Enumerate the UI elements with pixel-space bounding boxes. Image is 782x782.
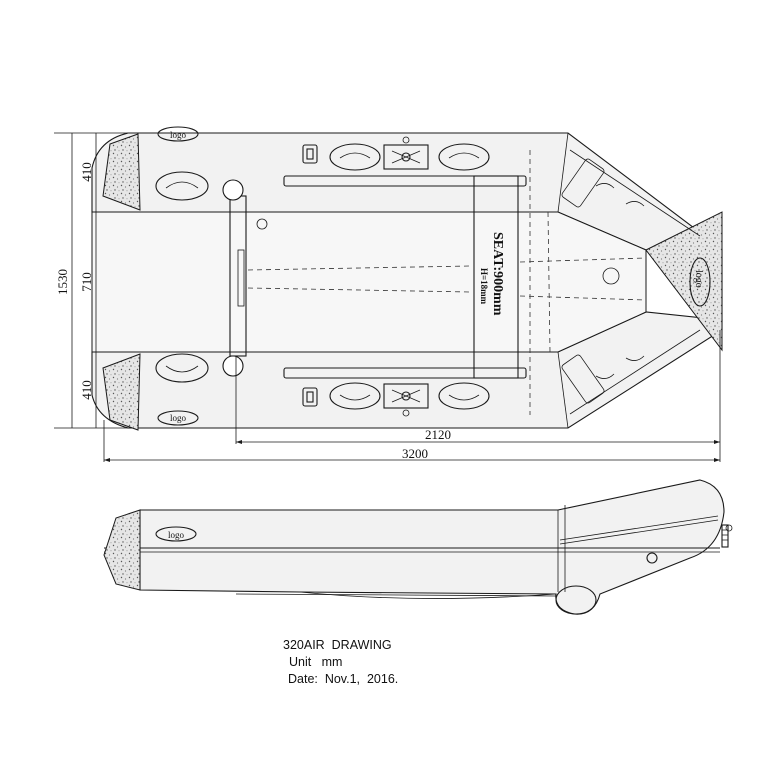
seat	[473, 175, 519, 379]
stern-cone-top	[102, 133, 141, 211]
svg-text:logo: logo	[170, 130, 187, 140]
logo-top-stern: logo	[157, 126, 199, 142]
dim-floor-length: 2120	[425, 427, 451, 442]
logo-bow: logo	[689, 257, 711, 307]
dimension-lines	[54, 132, 721, 462]
side-cone	[103, 509, 141, 591]
info-unit: Unit mm	[289, 655, 343, 669]
svg-text:logo: logo	[693, 270, 704, 288]
top-view: SEAT:900mm H=18mm logo logo logo	[91, 126, 723, 431]
dim-tube-bottom: 410	[79, 380, 94, 400]
info-model: 320AIR DRAWING	[283, 638, 392, 652]
bow-cone	[645, 211, 723, 352]
dim-tube-top: 410	[79, 162, 94, 182]
logo-side: logo	[155, 526, 197, 542]
seat-label: SEAT:900mm	[490, 232, 505, 316]
dim-total-width: 1530	[55, 269, 70, 295]
seat-thickness: H=18mm	[479, 268, 489, 305]
svg-text:logo: logo	[168, 530, 185, 540]
dim-center: 710	[79, 272, 94, 292]
info-date: Date: Nov.1, 2016.	[288, 672, 399, 686]
side-hull	[139, 479, 725, 615]
svg-text:logo: logo	[170, 413, 187, 423]
floor	[91, 211, 647, 353]
dim-total-length: 3200	[402, 446, 428, 461]
side-view: logo	[103, 479, 733, 615]
stern-cone-bottom	[102, 353, 141, 431]
logo-bottom-stern: logo	[157, 410, 199, 426]
